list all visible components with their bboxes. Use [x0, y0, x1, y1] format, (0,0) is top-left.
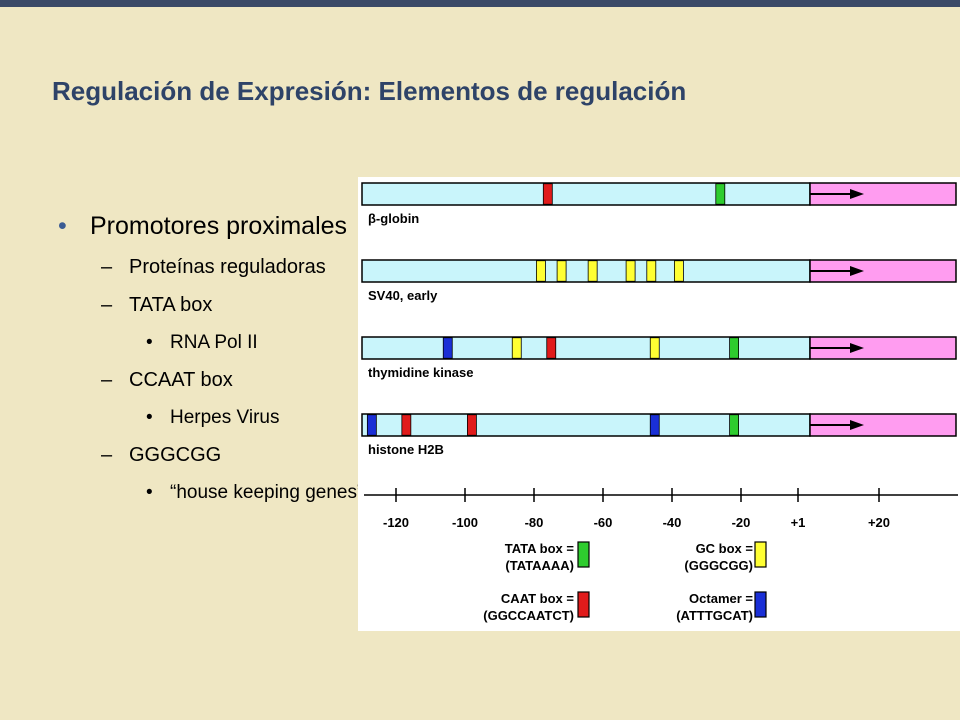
scale-tick-label: -20	[732, 515, 751, 530]
scale-tick-label: +1	[791, 515, 806, 530]
top-bar	[0, 0, 960, 7]
legend-swatch-oct	[754, 591, 767, 618]
legend-label: CAAT box =	[501, 591, 574, 606]
regulatory-element-tata	[729, 337, 740, 359]
bullet-marker: •	[146, 332, 153, 353]
legend-swatch-tata	[577, 541, 590, 568]
legend-sequence: (GGGCGG)	[684, 558, 753, 573]
gene-label: SV40, early	[368, 288, 438, 303]
regulatory-element-gc	[511, 337, 522, 359]
transcription-arrowhead	[850, 343, 864, 353]
gene-label: thymidine kinase	[368, 365, 473, 380]
gene-label: histone H2B	[368, 442, 444, 457]
regulatory-element-gc	[587, 260, 598, 282]
regulatory-element-tata	[715, 183, 726, 205]
bullet-herpes: • Herpes Virus	[58, 403, 368, 432]
regulatory-element-oct	[649, 414, 660, 436]
bullet-text: TATA box	[129, 294, 213, 316]
regulatory-element-gc	[646, 260, 657, 282]
regulatory-element-gc	[535, 260, 546, 282]
legend-label: GC box =	[696, 541, 754, 556]
bullet-proteinas: – Proteínas reguladoras	[58, 252, 368, 282]
bullet-ccaat: – CCAAT box	[58, 365, 368, 395]
legend-label: TATA box =	[505, 541, 575, 556]
transcription-arrowhead	[850, 189, 864, 199]
promoter-region	[361, 336, 811, 360]
regulatory-element-oct	[366, 414, 377, 436]
bullet-marker: •	[146, 482, 153, 503]
bullet-gggcgg: – GGGCGG	[58, 440, 368, 470]
bullet-promotores: • Promotores proximales	[58, 206, 368, 246]
legend-swatch-gc	[754, 541, 767, 568]
dash-marker: –	[101, 444, 113, 466]
regulatory-element-gc	[625, 260, 636, 282]
legend-sequence: (TATAAAA)	[505, 558, 574, 573]
scale-tick-label: -120	[383, 515, 409, 530]
slide-title: Regulación de Expresión: Elementos de re…	[52, 76, 687, 106]
bullet-text: RNA Pol II	[170, 332, 258, 353]
regulatory-element-gc	[673, 260, 684, 282]
promoter-region	[361, 182, 811, 206]
bullet-rna: • RNA Pol II	[58, 328, 368, 357]
bullet-house-keeping: • “house keeping genes”	[58, 478, 368, 507]
legend-swatch-caat	[577, 591, 590, 618]
transcription-arrowhead	[850, 420, 864, 430]
transcription-arrowhead	[850, 266, 864, 276]
scale-tick-label: -60	[594, 515, 613, 530]
bullet-text: CCAAT box	[129, 369, 233, 391]
legend-label: Octamer =	[689, 591, 753, 606]
bullet-text: Proteínas reguladoras	[129, 256, 326, 278]
scale-tick-label: -100	[452, 515, 478, 530]
scale-tick-label: -80	[525, 515, 544, 530]
promoter-region	[361, 259, 811, 283]
bullet-marker: •	[146, 407, 153, 428]
regulatory-element-caat	[542, 183, 553, 205]
regulatory-element-tata	[729, 414, 740, 436]
bullet-text: Herpes Virus	[170, 407, 280, 428]
dash-marker: –	[101, 294, 113, 316]
gene-label: β-globin	[368, 211, 419, 226]
bullet-text: Promotores proximales	[90, 212, 348, 240]
bullet-tata: – TATA box	[58, 290, 368, 320]
scale-tick-label: -40	[663, 515, 682, 530]
regulatory-element-caat	[546, 337, 557, 359]
regulatory-element-gc	[649, 337, 660, 359]
dash-marker: –	[101, 369, 113, 391]
regulatory-element-oct	[442, 337, 453, 359]
legend-sequence: (GGCCAATCT)	[483, 608, 574, 623]
bullet-text: “house keeping genes”	[170, 482, 364, 503]
legend-sequence: (ATTTGCAT)	[676, 608, 753, 623]
promoter-region	[361, 413, 811, 437]
bullet-text: GGGCGG	[129, 444, 222, 466]
regulatory-element-caat	[467, 414, 477, 436]
regulatory-element-caat	[401, 414, 412, 436]
bullet-list: • Promotores proximales – Proteínas regu…	[58, 206, 368, 507]
dash-marker: –	[101, 256, 113, 278]
bullet-marker: •	[58, 212, 67, 240]
scale-tick-label: +20	[868, 515, 890, 530]
regulatory-element-gc	[556, 260, 567, 282]
